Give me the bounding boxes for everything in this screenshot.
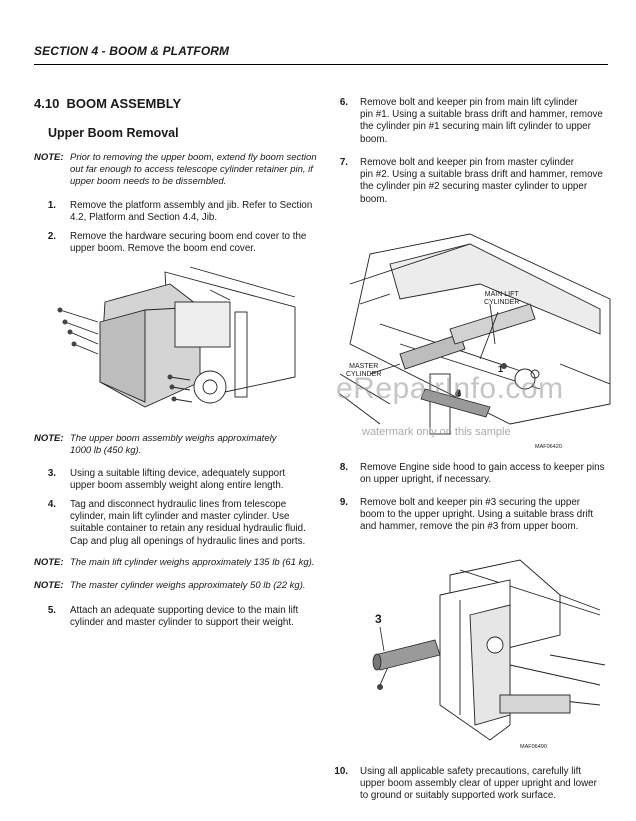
step-line: cylinder and master cylinder to support … [70, 617, 294, 629]
header-rule [34, 64, 608, 65]
section-header: SECTION 4 - BOOM & PLATFORM [34, 44, 230, 58]
upper-upright-pin-figure [372, 559, 606, 741]
note-label: NOTE: [34, 580, 64, 591]
step-number: 3. [47, 468, 56, 479]
step-line: on upper upright, if necessary. [360, 474, 492, 486]
step-line: Using all applicable safety precautions,… [360, 766, 582, 777]
heading-title: BOOM ASSEMBLY [66, 96, 182, 111]
step-line: the cylinder pin #1 securing main lift c… [360, 121, 591, 133]
label-line: MAIN LIFT [484, 291, 519, 298]
step-text: Remove bolt and keeper pin #3 securing t… [360, 497, 593, 534]
watermark-site: eRepairInfo.com [336, 372, 564, 405]
subheading: Upper Boom Removal [48, 126, 179, 140]
watermark-note: watermark only on this sample [362, 426, 511, 438]
cylinder-pins-figure [339, 233, 611, 435]
note-text: The main lift cylinder weighs approximat… [70, 557, 315, 568]
boom-end-cover-figure [57, 266, 296, 408]
note-line: out far enough to access telescope cylin… [70, 164, 313, 175]
step-text: Attach an adequate supporting device to … [70, 605, 298, 629]
note-text: The master cylinder weighs approximately… [70, 580, 306, 591]
step-line: pin #2. Using a suitable brass drift and… [360, 169, 603, 181]
step-text: Remove Engine side hood to gain access t… [360, 462, 605, 486]
step-line: 4.2, Platform and Section 4.4, Jib. [70, 212, 218, 224]
step-line: to ground or suitably supported work sur… [360, 790, 557, 802]
step-line: Cap and plug all openings of hydraulic l… [70, 535, 306, 547]
step-line: Remove bolt and keeper pin from main lif… [360, 97, 578, 108]
callout-1: 1 [498, 364, 504, 374]
step-line: Using a suitable lifting device, adequat… [70, 468, 286, 479]
step-number: 4. [47, 499, 56, 510]
main-lift-cylinder-label: MAIN LIFT CYLINDER [484, 291, 519, 307]
step-number: 7. [339, 157, 348, 168]
step-line: boom to the upper upright. Using a suita… [360, 509, 594, 521]
note-line: upper boom needs to be dissembled. [70, 176, 227, 187]
callout-2: 2 [456, 388, 462, 398]
step-text: Tag and disconnect hydraulic lines from … [70, 499, 306, 548]
note-label: NOTE: [34, 152, 64, 163]
step-line: Remove the platform assembly and jib. Re… [70, 200, 313, 211]
step-line: upper boom assembly weight along entire … [70, 480, 284, 492]
step-number: 9. [339, 497, 348, 508]
step-line: Remove the hardware securing boom end co… [70, 231, 307, 242]
step-number: 5. [47, 605, 56, 616]
step-text: Using all applicable safety precautions,… [360, 766, 597, 803]
step-number: 2. [47, 231, 56, 242]
step-line: Tag and disconnect hydraulic lines from … [70, 499, 287, 510]
figure-code: MAF06420 [535, 444, 562, 450]
step-line: Attach an adequate supporting device to … [70, 605, 299, 616]
step-text: Using a suitable lifting device, adequat… [70, 468, 285, 492]
step-number: 10. [334, 766, 348, 777]
step-line: pin #1. Using a suitable brass drift and… [360, 109, 603, 121]
step-line: cylinder, main lift cylinder and master … [70, 511, 290, 523]
note-label: NOTE: [34, 433, 64, 444]
step-text: Remove bolt and keeper pin from master c… [360, 157, 603, 206]
step-number: 6. [339, 97, 348, 108]
step-line: and hammer, remove the pin #3 from upper… [360, 521, 579, 533]
note-line: Prior to removing the upper boom, extend… [70, 152, 317, 163]
label-line: CYLINDER [484, 299, 520, 306]
step-line: boom. [360, 133, 388, 145]
step-line: upper boom. Remove the boom end cover. [70, 243, 256, 255]
step-line: Remove Engine side hood to gain access t… [360, 462, 605, 473]
note-line: 1000 lb (450 kg). [70, 445, 142, 456]
note-line: The upper boom assembly weighs approxima… [70, 433, 277, 444]
heading-number: 4.10 [34, 96, 60, 111]
note-label: NOTE: [34, 557, 64, 568]
section-heading: 4.10 BOOM ASSEMBLY [34, 96, 181, 111]
callout-3: 3 [375, 612, 382, 626]
master-cylinder-label: MASTER CYLINDER [346, 363, 381, 379]
step-line: boom. [360, 193, 388, 205]
label-line: MASTER [349, 363, 379, 370]
step-number: 1. [47, 200, 56, 211]
note-text: Prior to removing the upper boom, extend… [70, 152, 317, 188]
figure-code: MAF06490 [520, 744, 547, 750]
step-text: Remove bolt and keeper pin from main lif… [360, 97, 603, 146]
step-line: upper boom assembly clear of upper uprig… [360, 778, 597, 790]
step-line: Remove bolt and keeper pin #3 securing t… [360, 497, 581, 508]
note-text: The upper boom assembly weighs approxima… [70, 433, 276, 457]
step-number: 8. [339, 462, 348, 473]
step-line: Remove bolt and keeper pin from master c… [360, 157, 574, 168]
step-text: Remove the platform assembly and jib. Re… [70, 200, 312, 224]
step-line: the cylinder pin #2 securing master cyli… [360, 181, 588, 193]
step-text: Remove the hardware securing boom end co… [70, 231, 306, 255]
step-line: suitable container to retain any residua… [70, 523, 306, 535]
label-line: CYLINDER [346, 371, 382, 378]
